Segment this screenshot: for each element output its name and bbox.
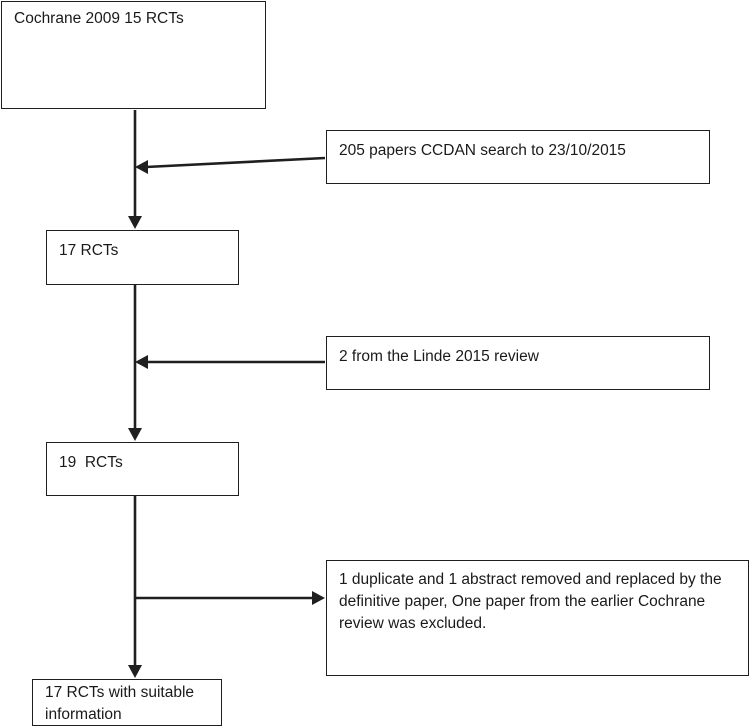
- arrowhead-to-19: [128, 428, 142, 441]
- box-cochrane-2009: Cochrane 2009 15 RCTs: [1, 1, 266, 109]
- box-19-rcts: 19 RCTs: [46, 442, 239, 496]
- arrowhead-to-final: [128, 665, 142, 678]
- box-ccdan-search: 205 papers CCDAN search to 23/10/2015: [326, 130, 710, 184]
- box-linde-2015: 2 from the Linde 2015 review: [326, 336, 710, 390]
- arrowhead-exclusions: [312, 591, 325, 605]
- arrow-ccdan-to-main: [145, 156, 326, 169]
- box-exclusions: 1 duplicate and 1 abstract removed and r…: [326, 560, 749, 676]
- arrowhead-ccdan: [135, 160, 148, 174]
- arrowhead-to-17: [128, 216, 142, 229]
- box-17-rcts: 17 RCTs: [46, 230, 239, 285]
- arrowhead-linde: [135, 355, 148, 369]
- box-final-17-rcts: 17 RCTs with suitable information: [32, 679, 222, 726]
